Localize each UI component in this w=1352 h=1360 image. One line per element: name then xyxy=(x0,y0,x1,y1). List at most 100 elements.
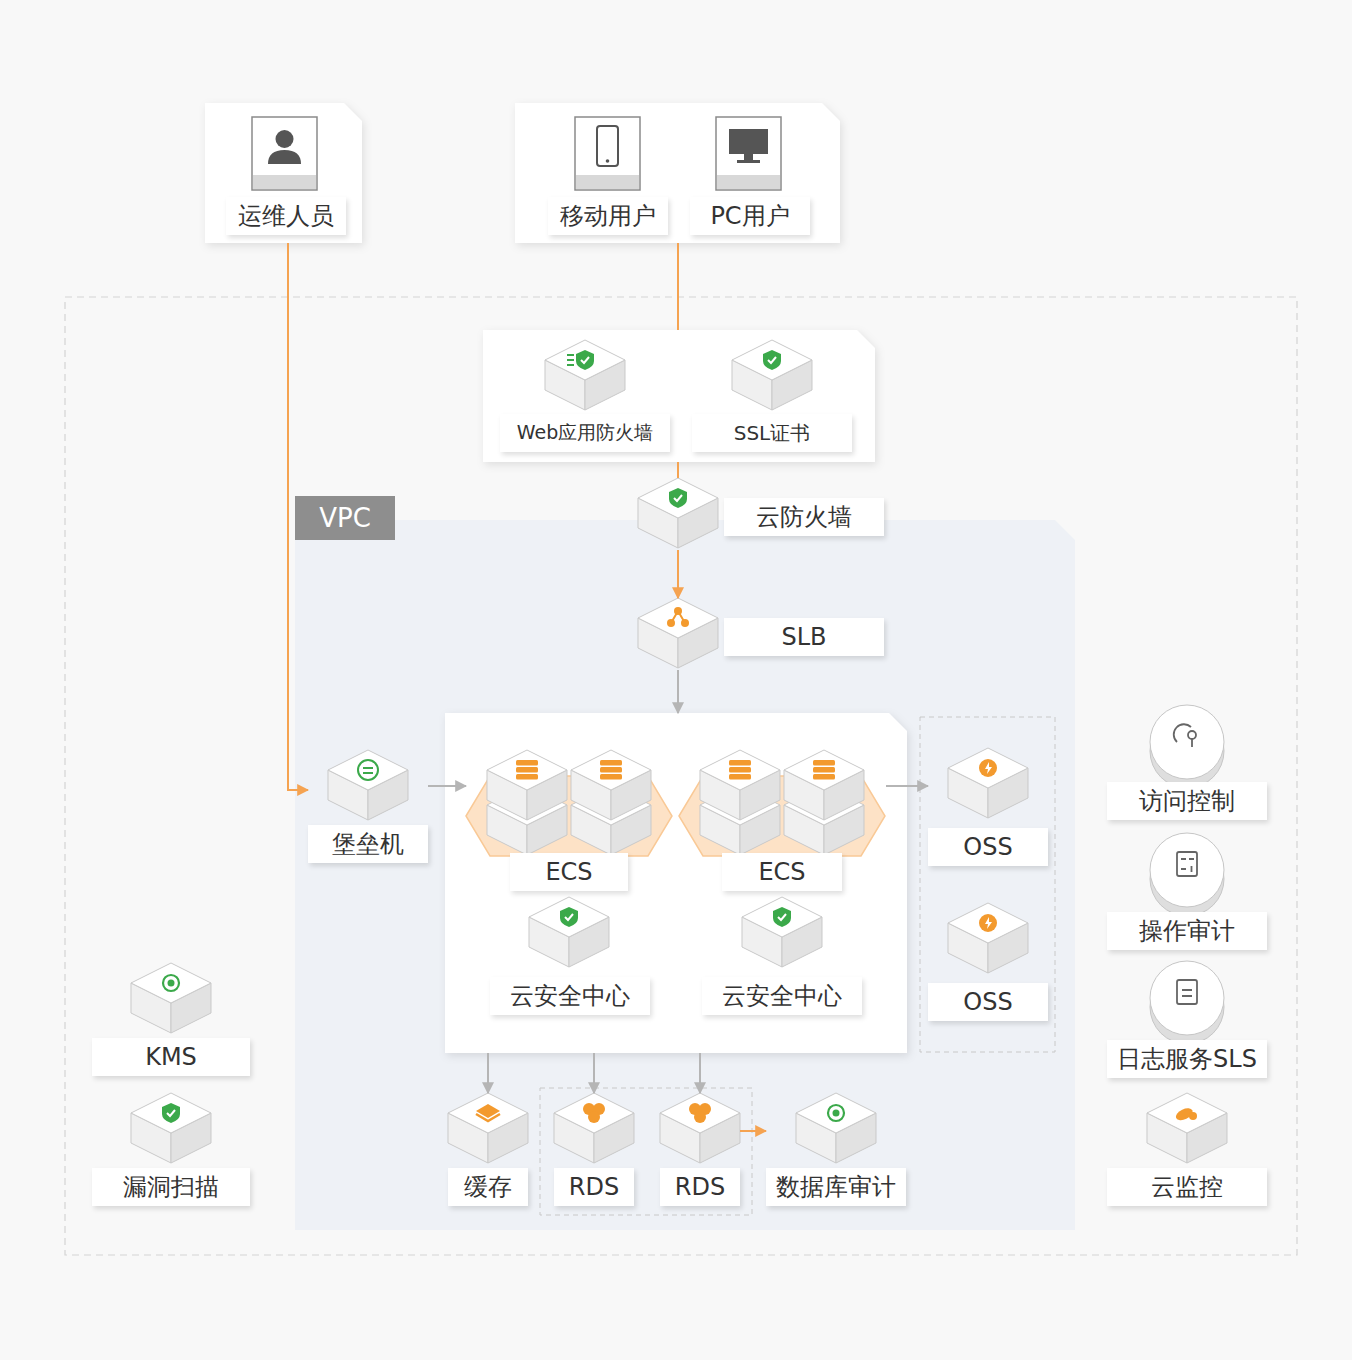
doc-glyph xyxy=(1177,852,1197,876)
icon-glyph xyxy=(828,1105,844,1121)
connector xyxy=(677,670,679,713)
monitor-glyph xyxy=(744,154,753,160)
cube-top-face xyxy=(796,1093,876,1133)
server-glyph xyxy=(729,767,751,773)
speed-line xyxy=(567,359,574,361)
icon-glyph xyxy=(667,607,689,627)
monitor-glyph xyxy=(1189,1112,1197,1120)
cube-top-face xyxy=(131,963,211,1003)
label-plate: OSS xyxy=(928,828,1048,866)
round-icon-top xyxy=(1150,961,1224,1035)
management-node: 日志服务SLS xyxy=(1107,961,1267,1078)
icon-base xyxy=(717,175,780,189)
cube-icon xyxy=(796,1093,876,1163)
label-plate: ECS xyxy=(722,853,842,891)
icon-base xyxy=(576,175,639,189)
check-glyph xyxy=(565,914,573,920)
server-glyph xyxy=(813,774,835,780)
icon-glyph xyxy=(1174,724,1196,747)
icon-glyph xyxy=(476,1104,500,1121)
label-plate: 操作审计 xyxy=(1107,912,1267,950)
label-plate: 云安全中心 xyxy=(490,977,650,1015)
node-label: PC用户 xyxy=(710,200,789,232)
speed-line xyxy=(567,364,574,366)
node-label: 云安全中心 xyxy=(510,980,630,1012)
person-glyph xyxy=(276,130,294,148)
node-label: 运维人员 xyxy=(238,200,334,232)
icon-glyph xyxy=(813,760,835,780)
node-label: RDS xyxy=(569,1173,619,1201)
check-glyph xyxy=(768,357,776,363)
panel-card xyxy=(205,103,362,243)
user-icon xyxy=(716,117,781,190)
service-node: 数据库审计 xyxy=(766,1093,906,1206)
cube-top-face xyxy=(700,750,780,790)
edge-security-panel: Web应用防火墙SSL证书 xyxy=(483,330,875,462)
panel-card xyxy=(445,713,907,1053)
cube-icon xyxy=(328,750,408,820)
bolt-glyph xyxy=(985,762,992,774)
service-node: 缓存 xyxy=(448,1093,528,1206)
round-icon xyxy=(1150,705,1224,788)
node-label: 数据库审计 xyxy=(776,1171,896,1203)
shield-glyph xyxy=(773,907,791,927)
icon-glyph xyxy=(358,760,378,780)
cube-icon xyxy=(554,1093,634,1163)
cube-icon xyxy=(131,963,211,1033)
node-glyph xyxy=(674,607,682,615)
server-glyph xyxy=(729,774,751,780)
label-plate: ECS xyxy=(510,853,628,891)
node-label: 缓存 xyxy=(464,1171,512,1203)
ecs-cluster: ECS xyxy=(680,748,886,891)
database-group-bracket xyxy=(540,1088,752,1215)
cube-top-face xyxy=(638,478,718,518)
service-node: 漏洞扫描 xyxy=(92,1093,250,1206)
label-plate: 访问控制 xyxy=(1107,782,1267,820)
management-node: 操作审计 xyxy=(1107,833,1267,950)
label-plate: PC用户 xyxy=(690,197,810,235)
shield-glyph xyxy=(669,488,687,508)
label-plate: 堡垒机 xyxy=(308,825,428,863)
round-icon xyxy=(1150,833,1224,916)
cube-top-face xyxy=(545,340,625,380)
shield-glyph xyxy=(560,907,578,927)
node-label: 堡垒机 xyxy=(332,828,404,860)
user-card: 运维人员 xyxy=(205,103,362,243)
icon-glyph xyxy=(560,907,578,927)
cube-icon xyxy=(545,340,625,410)
node-label: ECS xyxy=(758,858,805,886)
cube-top-face xyxy=(638,598,718,638)
user-tile: 移动用户 xyxy=(548,117,668,237)
cube-icon xyxy=(638,598,718,668)
tag-label: VPC xyxy=(295,496,395,540)
panel-card xyxy=(515,103,840,243)
label-plate: OSS xyxy=(928,983,1048,1021)
icon-glyph xyxy=(773,907,791,927)
node-label: ECS xyxy=(545,858,592,886)
user-tile: PC用户 xyxy=(690,117,810,237)
cube-icon xyxy=(529,897,609,967)
cube-icon xyxy=(131,1093,211,1163)
label-plate: RDS xyxy=(554,1168,634,1206)
cube-icon xyxy=(948,748,1028,818)
cube-icon xyxy=(742,897,822,967)
connector xyxy=(487,1053,489,1093)
service-node: 云防火墙 xyxy=(638,478,884,550)
round-icon xyxy=(1150,961,1224,1044)
ecs-cluster: ECS xyxy=(466,748,672,891)
cube-icon xyxy=(700,750,780,820)
cube-icon xyxy=(660,1093,740,1163)
service-node: OSS xyxy=(928,903,1048,1021)
service-node: 云安全中心 xyxy=(490,895,650,1017)
icon-glyph xyxy=(583,1103,605,1123)
vpc-region: VPCSLB堡垒机ECSECS云安全中心云安全中心OSSOSS缓存RDSRDS数… xyxy=(295,496,1075,1230)
cache-glyph xyxy=(476,1114,500,1121)
node-label: 操作审计 xyxy=(1139,915,1235,947)
cube-top-face xyxy=(448,1093,528,1133)
check-glyph xyxy=(778,914,786,920)
node-label: 漏洞扫描 xyxy=(123,1171,219,1203)
server-glyph xyxy=(516,767,538,773)
cube-icon xyxy=(571,750,651,820)
node-label: 云监控 xyxy=(1151,1171,1223,1203)
